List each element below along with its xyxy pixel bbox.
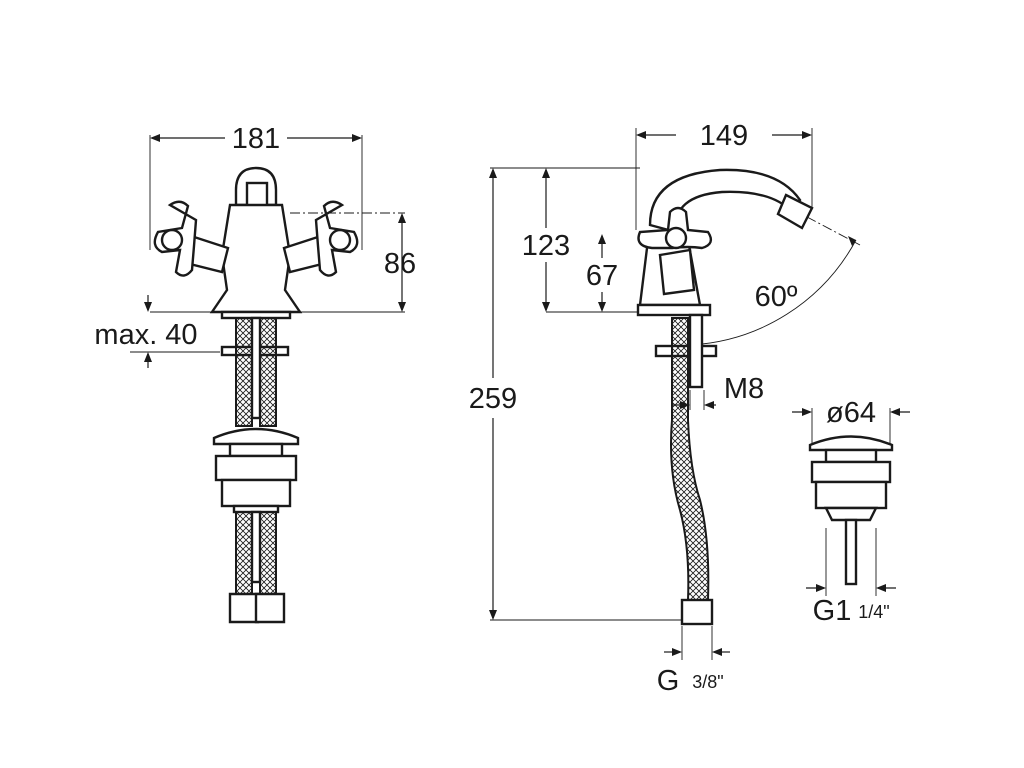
spout-height-label: 123 (522, 230, 570, 262)
side-hose-nut (680, 598, 714, 626)
right-hose-lower (259, 511, 277, 595)
drain-side-nut (824, 506, 878, 522)
right-hose (259, 317, 277, 427)
side-spout-nozzle (776, 193, 814, 230)
drain-thread-label: G1 (813, 595, 852, 627)
drain-body (220, 478, 292, 508)
side-cross-handle (637, 206, 713, 296)
threaded-rod (250, 316, 262, 420)
angle-label: 60º (755, 281, 798, 313)
drain-rod (250, 510, 262, 584)
connection-label: G (657, 665, 680, 697)
drain-side-flange (810, 460, 892, 484)
total-height-label: 259 (469, 383, 517, 415)
reach-dimension-label: 149 (700, 120, 748, 152)
right-cross-handle (314, 200, 359, 277)
left-hose-nut (228, 592, 260, 624)
side-base-plate (636, 303, 712, 317)
thread-rod-label: M8 (724, 373, 764, 405)
drain-view: ø64 G1 1/4" (792, 397, 910, 627)
drain-side-body (814, 480, 888, 510)
drain-thread-fraction: 1/4" (858, 602, 889, 622)
left-hose-lower (235, 511, 253, 595)
drain-cap (212, 427, 300, 446)
height-dimension-label: 86 (384, 248, 416, 280)
handle-height-label: 67 (586, 260, 618, 292)
drain-side-neck (824, 448, 878, 464)
side-spout (648, 168, 802, 234)
connection-fraction: 3/8" (692, 672, 723, 692)
drain-diameter-label: ø64 (826, 397, 876, 429)
drain-flange (214, 454, 298, 482)
front-view: 181 86 max. 40 (94, 123, 416, 624)
drain-side-cap (808, 435, 894, 452)
drain-side-rod (844, 518, 858, 586)
side-threaded-rod (688, 313, 704, 389)
right-hose-nut (254, 592, 286, 624)
deck-thickness-label: max. 40 (94, 319, 197, 351)
left-hose (235, 317, 253, 427)
width-dimension-label: 181 (232, 123, 280, 155)
side-view: 149 259 123 67 60º (469, 120, 861, 697)
left-cross-handle (153, 200, 198, 277)
drain-neck (228, 442, 284, 458)
